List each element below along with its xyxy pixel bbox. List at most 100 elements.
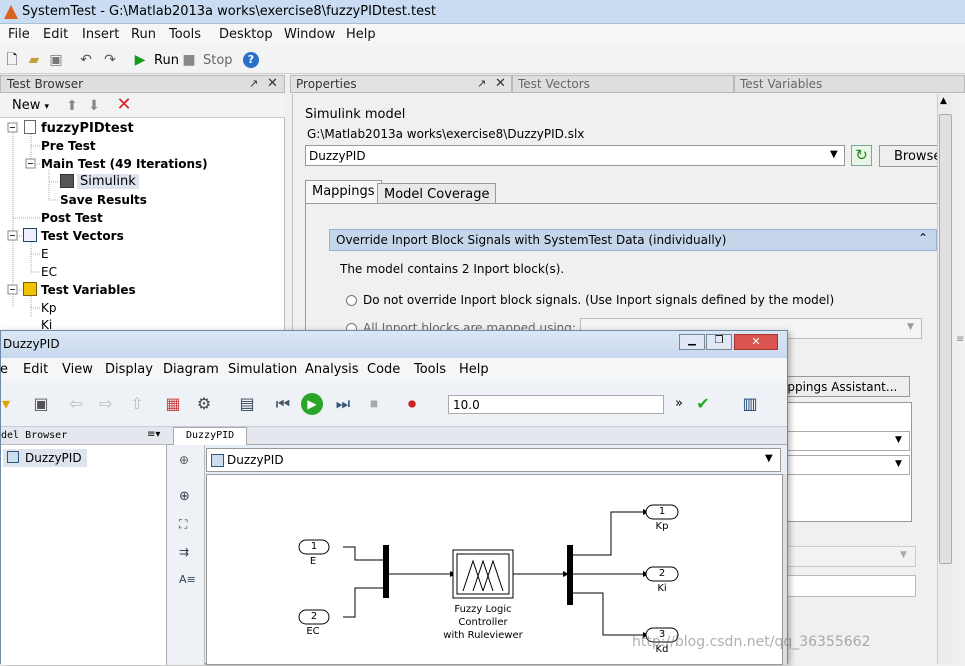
inport-ec-number[interactable]: 2 bbox=[310, 611, 318, 622]
up-icon[interactable]: ⇧ bbox=[130, 394, 144, 413]
hide-browser-icon[interactable]: ⊕ bbox=[179, 453, 190, 467]
tree-item-e[interactable]: E bbox=[41, 247, 49, 261]
tab-test-vectors[interactable]: Test Vectors bbox=[512, 75, 734, 93]
model-select[interactable]: DuzzyPID ▼ bbox=[305, 145, 845, 166]
menu-analysis[interactable]: Analysis bbox=[305, 362, 359, 377]
scrollbar-thumb[interactable] bbox=[939, 114, 952, 564]
minimize-icon[interactable]: ▁ bbox=[679, 334, 705, 350]
run-button[interactable]: Run bbox=[154, 53, 179, 68]
tab-test-variables[interactable]: Test Variables bbox=[734, 75, 965, 93]
tree-item-save-results[interactable]: Save Results bbox=[60, 193, 147, 207]
properties-scrollbar[interactable]: ▲ bbox=[937, 94, 953, 664]
tree-item-simulink[interactable]: Simulink bbox=[77, 174, 139, 189]
mapping-select-ec[interactable]: ▼ bbox=[773, 455, 910, 475]
undo-icon[interactable]: ↶ bbox=[80, 52, 92, 68]
properties-header[interactable]: Properties ↗ ✕ bbox=[290, 75, 512, 93]
radio-no-override[interactable] bbox=[346, 295, 357, 306]
tree-item-ec[interactable]: EC bbox=[41, 265, 57, 279]
menu-code[interactable]: Code bbox=[367, 362, 401, 377]
zoom-icon[interactable]: ⊕ bbox=[179, 489, 190, 504]
outport-ki-number[interactable]: 2 bbox=[658, 568, 666, 579]
back-icon[interactable]: ⇦ bbox=[69, 394, 83, 413]
stop-time-input[interactable]: 10.0 bbox=[448, 395, 664, 414]
menu-tools[interactable]: Tools bbox=[414, 362, 447, 377]
run-icon[interactable]: ▶ bbox=[134, 52, 146, 68]
delete-icon[interactable]: ✕ bbox=[116, 94, 132, 115]
menu-tools[interactable]: Tools bbox=[169, 27, 202, 42]
grip-icon[interactable]: ≡ bbox=[956, 334, 965, 345]
override-section-header[interactable]: Override Inport Block Signals with Syste… bbox=[329, 229, 937, 251]
tree-item-main-test[interactable]: Main Test (49 Iterations) bbox=[41, 157, 208, 171]
menu-display[interactable]: Display bbox=[105, 362, 153, 377]
new-model-icon[interactable]: ▾ bbox=[1, 394, 11, 413]
mappings-assistant-button[interactable]: appings Assistant... bbox=[771, 376, 910, 397]
splitter[interactable]: ≡ bbox=[953, 94, 965, 664]
open-folder-icon[interactable]: ▰ bbox=[28, 52, 40, 68]
chevron-down-icon[interactable]: ▼ bbox=[765, 453, 773, 464]
menu-edit[interactable]: Edit bbox=[43, 27, 69, 42]
move-down-icon[interactable]: ⬇ bbox=[88, 98, 100, 114]
close-icon[interactable]: ✕ bbox=[495, 76, 506, 91]
menu-help[interactable]: Help bbox=[346, 27, 376, 42]
menu-diagram[interactable]: Diagram bbox=[163, 362, 219, 377]
canvas-scrollbar[interactable] bbox=[783, 474, 787, 665]
close-icon[interactable]: ✕ bbox=[267, 76, 278, 91]
tree-item-pre-test[interactable]: Pre Test bbox=[41, 139, 96, 153]
tree-item-post-test[interactable]: Post Test bbox=[41, 211, 103, 225]
library-browser-icon[interactable]: ▦ bbox=[165, 394, 181, 413]
stop-icon[interactable]: ⏹ bbox=[369, 394, 378, 413]
record-icon[interactable]: ⏺ bbox=[407, 394, 416, 413]
tree-item-test-vectors[interactable]: Test Vectors bbox=[41, 229, 124, 243]
check-icon[interactable]: ✔ bbox=[696, 394, 710, 413]
stop-icon[interactable]: ■ bbox=[182, 52, 196, 68]
menu-icon[interactable]: ≡▾ bbox=[147, 429, 161, 440]
help-icon[interactable]: ? bbox=[243, 52, 259, 68]
menu-edit[interactable]: Edit bbox=[23, 362, 49, 377]
arrow-icon[interactable]: ⇉ bbox=[179, 545, 190, 559]
tree-item-root[interactable]: fuzzyPIDtest bbox=[41, 121, 134, 136]
model-address-bar[interactable]: DuzzyPID ▼ bbox=[206, 448, 781, 472]
tree-item-kp[interactable]: Kp bbox=[41, 301, 57, 315]
model-explorer-icon[interactable]: ▤ bbox=[239, 394, 255, 413]
menu-file[interactable]: e bbox=[0, 362, 8, 377]
menu-file[interactable]: File bbox=[8, 27, 30, 42]
undock-icon[interactable]: ↗ bbox=[249, 77, 259, 90]
menu-help[interactable]: Help bbox=[459, 362, 489, 377]
mapping-select-e[interactable]: ▼ bbox=[773, 431, 910, 451]
outport-kd-number[interactable]: 3 bbox=[658, 629, 666, 640]
close-icon[interactable]: ✕ bbox=[734, 334, 778, 350]
collapse-icon[interactable]: ⌃ bbox=[918, 231, 929, 245]
step-back-icon[interactable]: ⏮ bbox=[275, 394, 291, 413]
refresh-icon[interactable]: ↻ bbox=[851, 145, 872, 166]
browser-item-duzzypid[interactable]: DuzzyPID bbox=[3, 449, 87, 467]
save-icon[interactable]: ▣ bbox=[33, 394, 49, 413]
move-up-icon[interactable]: ⬆ bbox=[66, 98, 78, 114]
tab-properties[interactable]: Properties bbox=[296, 77, 357, 91]
tree-item-ki[interactable]: Ki bbox=[41, 318, 53, 332]
menu-simulation[interactable]: Simulation bbox=[228, 362, 298, 377]
performance-icon[interactable]: ▥ bbox=[742, 394, 758, 413]
gear-icon[interactable]: ⚙ bbox=[196, 394, 212, 413]
more-icon[interactable]: » bbox=[675, 396, 683, 411]
disabled-select[interactable]: ▼ bbox=[771, 546, 916, 567]
restore-icon[interactable]: ❐ bbox=[706, 334, 732, 350]
outport-kp-number[interactable]: 1 bbox=[658, 506, 666, 517]
new-file-icon[interactable]: 🗋 bbox=[6, 52, 18, 68]
menu-view[interactable]: View bbox=[62, 362, 93, 377]
scroll-up-icon[interactable]: ▲ bbox=[940, 96, 947, 106]
forward-icon[interactable]: ⇨ bbox=[99, 394, 113, 413]
subtab-model-coverage[interactable]: Model Coverage bbox=[377, 183, 497, 204]
run-icon[interactable]: ▶ bbox=[301, 393, 323, 415]
disabled-field[interactable] bbox=[771, 575, 916, 597]
new-dropdown-button[interactable]: New ▾ bbox=[8, 97, 53, 115]
inport-e-number[interactable]: 1 bbox=[310, 541, 318, 552]
editor-tab-duzzypid[interactable]: DuzzyPID bbox=[173, 427, 248, 445]
menu-insert[interactable]: Insert bbox=[82, 27, 120, 42]
undock-icon[interactable]: ↗ bbox=[477, 77, 487, 90]
save-icon[interactable]: ▣ bbox=[49, 52, 63, 68]
annotation-icon[interactable]: A≡ bbox=[179, 573, 196, 586]
menu-run[interactable]: Run bbox=[131, 27, 156, 42]
stop-button[interactable]: Stop bbox=[203, 53, 233, 68]
redo-icon[interactable]: ↷ bbox=[104, 52, 116, 68]
subtab-mappings[interactable]: Mappings bbox=[305, 180, 382, 204]
